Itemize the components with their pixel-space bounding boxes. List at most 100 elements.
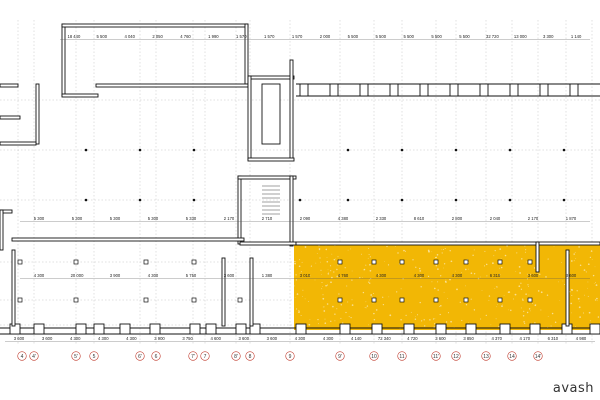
hatch-speck xyxy=(503,294,505,296)
hatch-speck xyxy=(522,315,525,317)
hatch-speck xyxy=(578,306,581,309)
hatch-speck xyxy=(533,267,536,269)
hatch-speck xyxy=(490,324,492,326)
hatch-speck xyxy=(473,249,475,251)
hatch-speck xyxy=(315,262,317,264)
wall xyxy=(449,83,459,97)
hatch-speck xyxy=(531,322,532,324)
hatch-speck xyxy=(375,309,378,311)
hatch-speck xyxy=(410,311,412,313)
hatch-speck xyxy=(321,286,323,287)
hatch-speck xyxy=(335,257,337,259)
column-square xyxy=(73,297,79,303)
hatch-speck xyxy=(585,271,587,273)
highlighted-zone xyxy=(293,243,600,330)
hatch-speck xyxy=(472,254,474,257)
hatch-speck xyxy=(435,264,438,267)
wall xyxy=(237,175,297,180)
hatch-speck xyxy=(344,267,346,269)
axis-label: 8' xyxy=(234,354,238,360)
dim-inner: 6 310 xyxy=(490,273,501,278)
axis-marker: 11 xyxy=(397,351,407,361)
hatch-speck xyxy=(309,319,311,321)
dim-bottom: 4 370 xyxy=(491,336,502,341)
hatch-speck xyxy=(336,308,338,310)
hatch-speck xyxy=(429,319,431,321)
hatch-speck xyxy=(325,284,327,287)
wall xyxy=(33,323,45,335)
hatch-speck xyxy=(578,246,580,248)
hatch-speck xyxy=(368,281,370,283)
hatch-speck xyxy=(594,266,596,268)
hatch-speck xyxy=(439,313,441,316)
dim-mid: 2 710 xyxy=(262,216,273,221)
axis-marker: 5' xyxy=(71,351,81,361)
hatch-speck xyxy=(587,287,588,289)
hatch-speck xyxy=(485,263,488,266)
hatch-speck xyxy=(528,294,530,296)
hatch-speck xyxy=(440,305,442,307)
hatch-speck xyxy=(459,301,461,303)
hatch-speck xyxy=(334,313,336,315)
hatch-speck xyxy=(443,263,446,265)
column xyxy=(84,198,88,202)
wall xyxy=(435,323,447,335)
axis-label: 13 xyxy=(483,354,489,360)
dim-bottom: 4 140 xyxy=(351,336,362,341)
dim-bottom: 4 600 xyxy=(210,336,221,341)
dim-mid: 5 300 xyxy=(148,216,159,221)
hatch-speck xyxy=(547,258,549,260)
axis-label: 14' xyxy=(535,354,542,360)
hatch-speck xyxy=(528,285,530,287)
hatch-speck xyxy=(378,273,379,275)
hatch-speck xyxy=(295,274,297,276)
hatch-speck xyxy=(516,252,518,254)
axis-circle xyxy=(71,351,81,361)
hatch-speck xyxy=(593,283,595,285)
dim-top: 5 500 xyxy=(97,34,108,39)
hatch-speck xyxy=(450,320,452,323)
column xyxy=(346,148,350,152)
hatch-speck xyxy=(480,276,482,278)
wall xyxy=(261,83,281,145)
dim-top: 5 500 xyxy=(431,34,442,39)
hatch-speck xyxy=(577,297,580,300)
hatch-speck xyxy=(467,268,469,270)
column-square xyxy=(433,297,439,303)
column-square xyxy=(371,297,377,303)
hatch-speck xyxy=(529,273,532,275)
hatch-speck xyxy=(450,260,453,263)
hatch-speck xyxy=(340,304,343,306)
axis-circle xyxy=(135,351,145,361)
column-square xyxy=(237,297,243,303)
wall xyxy=(589,323,600,335)
dim-mid: 1 870 xyxy=(566,216,577,221)
dim-inner: 3 600 xyxy=(566,273,577,278)
column-square xyxy=(463,297,469,303)
hatch-speck xyxy=(465,268,467,271)
hatch-speck xyxy=(590,250,593,252)
axis-circle xyxy=(397,351,407,361)
wall xyxy=(75,323,87,335)
column-square xyxy=(17,297,23,303)
hatch-speck xyxy=(523,321,525,323)
wall xyxy=(237,175,242,245)
hatch-speck xyxy=(347,249,349,251)
hatch-speck xyxy=(350,248,352,250)
axis-label: 9 xyxy=(289,354,292,360)
hatch-speck xyxy=(387,264,390,266)
hatch-speck xyxy=(494,288,496,289)
wall xyxy=(11,249,16,327)
hatch-speck xyxy=(299,259,301,261)
dim-inner: 4 300 xyxy=(34,273,45,278)
hatch-speck xyxy=(512,298,514,300)
hatch-speck xyxy=(583,269,586,271)
hatch-speck xyxy=(327,273,330,275)
hatch-speck xyxy=(419,270,421,272)
hatch-speck xyxy=(500,266,503,269)
dim-top: 2 050 xyxy=(152,34,163,39)
hatch-speck xyxy=(595,281,597,283)
hatch-speck xyxy=(447,312,450,314)
hatch-speck xyxy=(437,289,439,291)
axis-marker: 5 xyxy=(89,351,99,361)
